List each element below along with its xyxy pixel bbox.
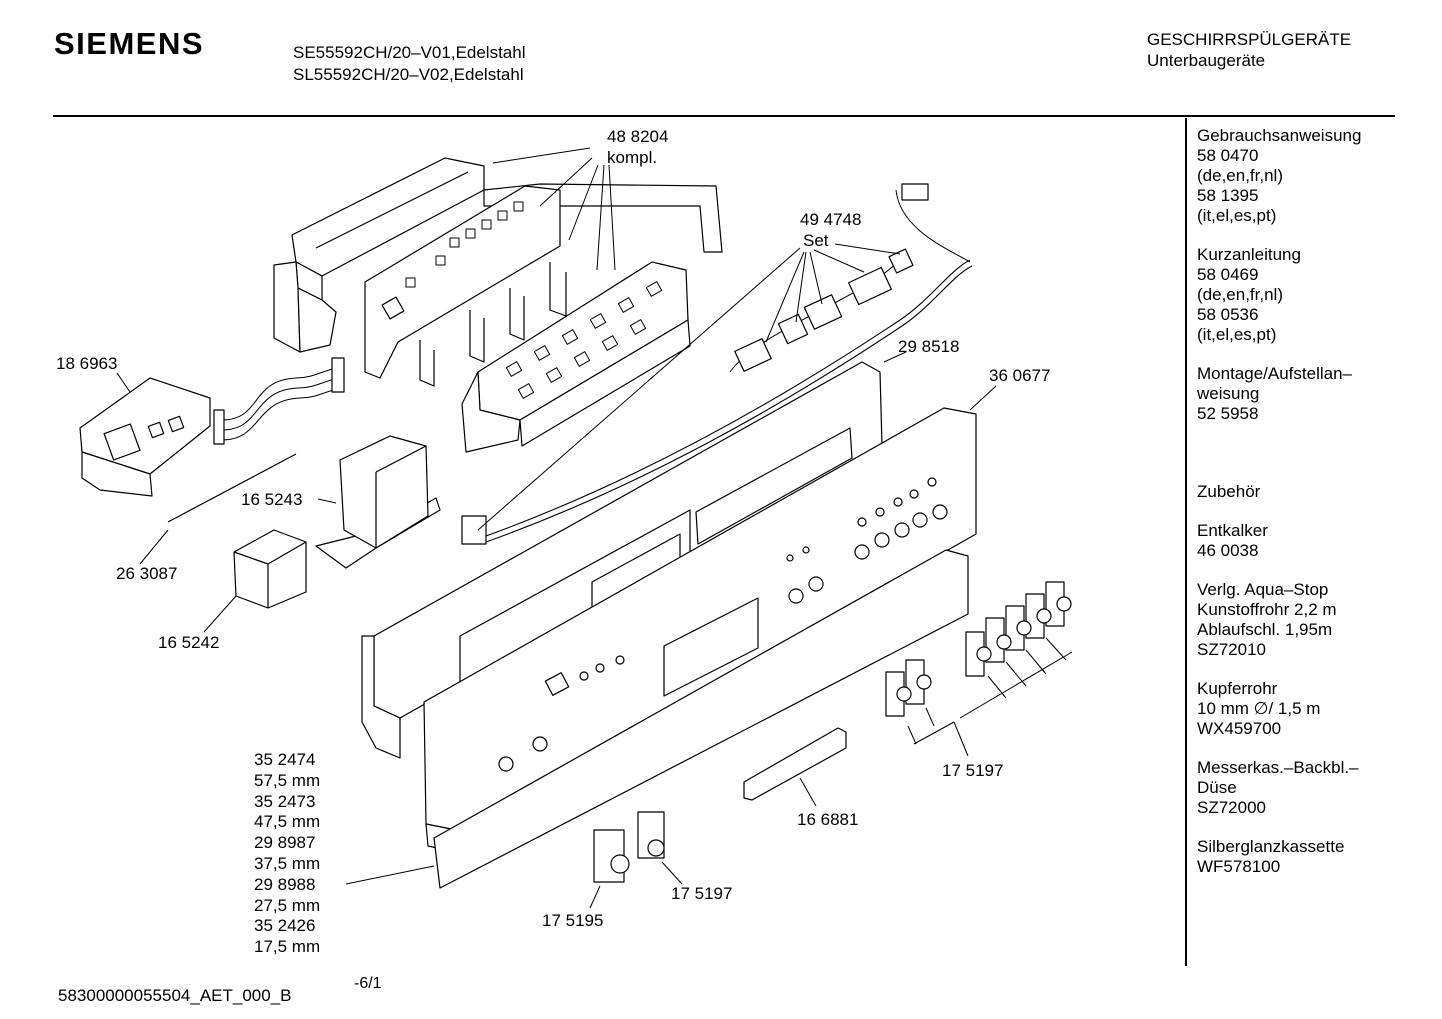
control-board-part — [365, 186, 560, 378]
category-subtitle: Unterbaugeräte — [1147, 51, 1266, 70]
brand-logo: SIEMENS — [54, 26, 205, 61]
accessory-line: Entkalker — [1197, 521, 1268, 540]
part-note-set: Set — [803, 231, 829, 250]
accessory-line: 58 0470 — [1197, 146, 1259, 165]
accessory-group: Zubehör — [1197, 482, 1361, 502]
part-label-175197-knobs: 17 5197 — [942, 761, 1004, 780]
panel-variant-item: 35 2474 — [254, 750, 316, 769]
accessory-line: WF578100 — [1197, 857, 1281, 876]
part-label-494748: 49 4748 — [800, 210, 862, 229]
header-divider — [53, 115, 1395, 117]
cover-strip-part — [744, 728, 846, 800]
display-module-part — [80, 378, 210, 496]
part-label-166881: 16 6881 — [797, 810, 859, 829]
part-note-kompl: kompl. — [607, 148, 658, 167]
accessory-line: Ablaufschl. 1,95m — [1197, 620, 1333, 639]
panel-variant-item: 47,5 mm — [254, 812, 321, 832]
accessory-line: (it,el,es,pt) — [1197, 206, 1277, 225]
accessory-line — [1197, 443, 1361, 463]
part-label-360677: 36 0677 — [989, 366, 1051, 385]
panel-variant-item: 29 8987 — [254, 833, 316, 853]
category-title: GESCHIRRSPÜLGERÄTE — [1147, 30, 1352, 49]
accessory-line: (it,el,es,pt) — [1197, 325, 1277, 344]
accessory-line: 46 0038 — [1197, 541, 1259, 560]
sidebar-divider — [1185, 118, 1187, 966]
part-label-186963: 18 6963 — [56, 354, 118, 373]
panel-variant-item: 35 2473 — [254, 791, 316, 811]
accessory-line: Kunstoffrohr 2,2 m — [1197, 600, 1337, 619]
accessory-line: SZ72000 — [1197, 798, 1266, 817]
accessory-line: Kurzanleitung — [1197, 245, 1301, 264]
model-line-2: SL55592CH/20–V02,Edelstahl — [293, 65, 524, 84]
accessory-line: Düse — [1197, 778, 1237, 797]
part-label-175195: 17 5195 — [542, 911, 604, 930]
part-label-263087: 26 3087 — [116, 564, 178, 583]
part-label-488204: 48 8204 — [607, 127, 669, 146]
page-number: -6/1 — [354, 975, 382, 992]
part-label-298518: 29 8518 — [898, 337, 960, 356]
accessory-line: 10 mm ∅/ 1,5 m — [1197, 699, 1321, 718]
accessory-line: Gebrauchsanweisung — [1197, 126, 1362, 145]
accessory-line: Montage/Aufstellan– — [1197, 364, 1352, 383]
knob-set-5-part — [966, 582, 1071, 676]
part-label-175197-knob: 17 5197 — [671, 884, 733, 903]
panel-variant-item: 57,5 mm — [254, 770, 321, 790]
accessory-group — [1197, 443, 1361, 463]
accessory-line: Kupferrohr — [1197, 679, 1278, 698]
accessory-line: (de,en,fr,nl) — [1197, 166, 1283, 185]
panel-variant-item: 17,5 mm — [254, 937, 321, 957]
accessory-line: Messerkas.–Backbl.– — [1197, 758, 1359, 777]
accessory-line: Verlg. Aqua–Stop — [1197, 580, 1329, 599]
accessory-line: WX459700 — [1197, 719, 1282, 738]
accessory-line: 58 0469 — [1197, 265, 1259, 284]
accessory-line: Zubehör — [1197, 482, 1261, 501]
accessory-line: 58 0536 — [1197, 305, 1259, 324]
panel-variant-item: 27,5 mm — [254, 895, 321, 915]
accessory-line: 58 1395 — [1197, 186, 1259, 205]
part-label-165243: 16 5243 — [241, 490, 303, 509]
rotary-knob-b-part — [638, 812, 664, 858]
knob-set-2-part — [886, 660, 931, 716]
panel-back-shell-part — [434, 550, 968, 888]
front-panel-part — [424, 408, 976, 852]
exploded-parts-drawing — [0, 0, 1180, 1019]
wire-harness-part — [462, 184, 972, 544]
switch-holder-part — [316, 436, 440, 568]
panel-variant-item: 29 8988 — [254, 874, 316, 894]
accessory-line: SZ72010 — [1197, 640, 1266, 659]
ribbon-cable-part — [214, 358, 344, 444]
door-switch-part — [234, 530, 306, 608]
part-label-165242: 16 5242 — [158, 633, 220, 652]
panel-variant-item: 37,5 mm — [254, 853, 321, 873]
accessory-line: weisung — [1197, 384, 1260, 403]
accessory-line: 52 5958 — [1197, 404, 1259, 423]
panel-variant-item: 35 2426 — [254, 916, 316, 936]
accessory-line: (de,en,fr,nl) — [1197, 285, 1283, 304]
display-holder-part — [420, 262, 690, 452]
model-line-1: SE55592CH/20–V01,Edelstahl — [293, 43, 526, 62]
accessory-line: Silberglanzkassette — [1197, 837, 1345, 856]
document-id: 58300000055504_AET_000_B — [58, 986, 292, 1005]
rotary-knob-a-part — [594, 830, 629, 882]
